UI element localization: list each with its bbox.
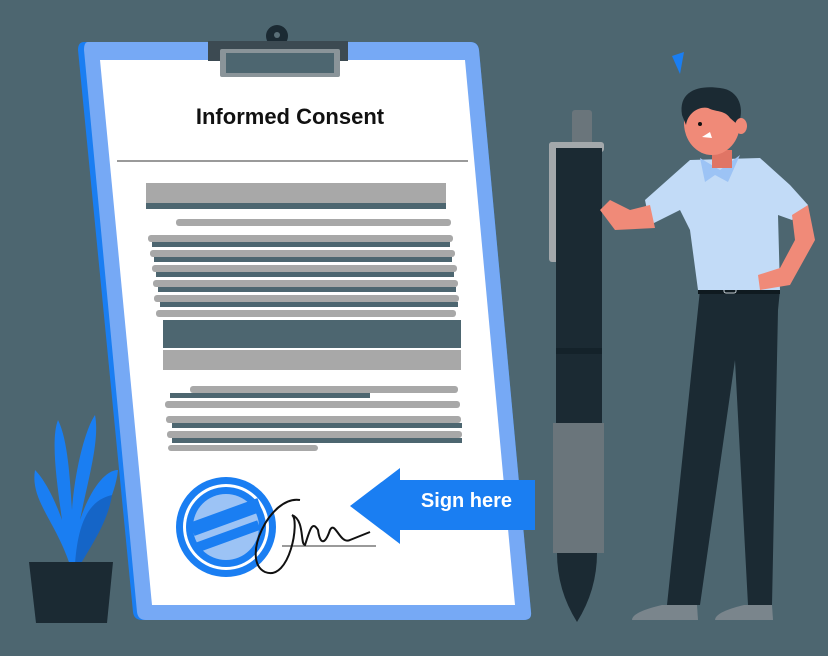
redacted-text	[146, 183, 462, 451]
sign-here-arrow	[350, 468, 535, 544]
document-title: Informed Consent	[195, 104, 385, 129]
clip	[208, 25, 348, 77]
cursor-pointer-icon	[672, 52, 684, 74]
sign-here-label: Sign here	[420, 490, 513, 512]
signature	[254, 498, 376, 574]
stamp	[176, 477, 276, 577]
giant-pen	[549, 110, 604, 622]
potted-plant	[29, 415, 119, 623]
man-character	[600, 87, 815, 620]
